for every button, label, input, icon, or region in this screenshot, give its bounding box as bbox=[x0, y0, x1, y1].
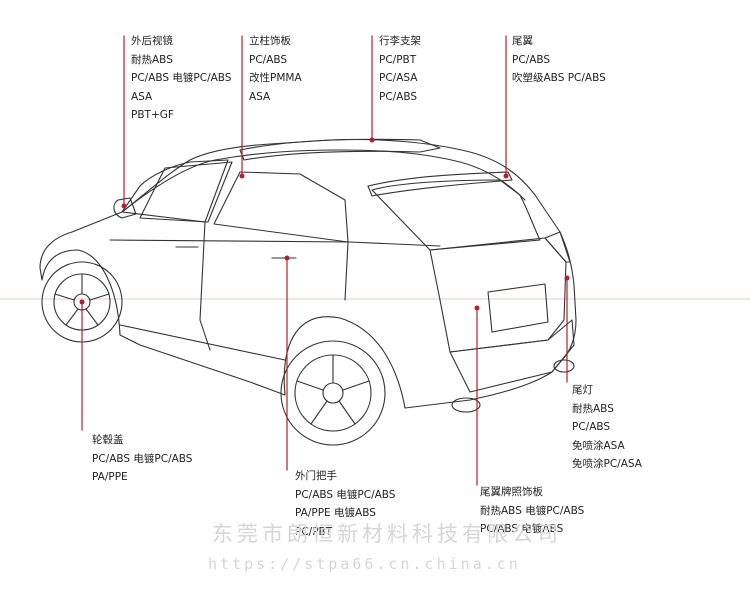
rear-side-window bbox=[213, 171, 349, 243]
dot-spoiler bbox=[503, 173, 509, 179]
watermark-url: https://stpa66.cn.china.cn bbox=[208, 555, 521, 573]
callout-material: PC/ABS 电镀ABS bbox=[480, 523, 564, 535]
callout-material: PC/ABS bbox=[379, 90, 418, 103]
callout-material: 免喷涂ASA bbox=[572, 439, 625, 452]
callout-material: 耐热ABS 电镀PC/ABS bbox=[480, 504, 585, 517]
callout-hubcap: 轮毂盖 PC/ABS 电镀PC/ABS PA/PPE bbox=[92, 431, 192, 487]
callout-title: 立柱饰板 bbox=[249, 35, 291, 47]
callout-material: PC/ABS bbox=[572, 421, 611, 433]
car-body-outline bbox=[39, 138, 577, 409]
rear-spoiler bbox=[367, 171, 513, 197]
exhaust-left bbox=[451, 397, 481, 413]
roof-line bbox=[121, 149, 526, 213]
callout-mirror: 外后视镜耐热ABS PC/ABS 电镀PC/ABS ASA PBT+GF bbox=[131, 32, 231, 125]
exhaust-right bbox=[553, 359, 575, 373]
rear-wheel-tire bbox=[280, 340, 386, 446]
callout-material: 耐热ABS bbox=[572, 402, 614, 415]
front-side-window bbox=[139, 161, 233, 223]
callout-title: 尾翼 bbox=[512, 35, 533, 47]
dot-plate bbox=[474, 305, 480, 311]
callout-material: 耐热ABS bbox=[131, 53, 173, 66]
callout-material: ASA bbox=[131, 90, 153, 103]
callout-title: 行李支架 bbox=[379, 35, 421, 47]
callout-title: 尾灯 bbox=[572, 384, 593, 396]
side-mirror-shape bbox=[113, 197, 137, 219]
callout-material: PC/PBT bbox=[379, 53, 417, 66]
callout-title: 轮毂盖 bbox=[92, 434, 124, 446]
callout-title: 外后视镜 bbox=[131, 35, 173, 47]
callout-material: ASA bbox=[249, 90, 271, 103]
dot-pillar bbox=[239, 173, 245, 179]
rear-wheel-hub bbox=[322, 382, 344, 404]
callout-spoiler: 尾翼 PC/ABS 吹塑级ABS PC/ABS bbox=[512, 32, 606, 88]
dot-hubcap bbox=[79, 299, 85, 305]
callout-pillar: 立柱饰板 PC/ABS 改性PMMA ASA bbox=[249, 32, 302, 106]
rear-window bbox=[371, 179, 541, 251]
callout-material: 改性PMMA bbox=[249, 72, 302, 84]
callout-material: PC/PBT bbox=[295, 525, 333, 538]
rear-door-line bbox=[344, 241, 349, 301]
callout-material: PC/ABS bbox=[512, 53, 551, 66]
license-plate-area bbox=[487, 283, 549, 333]
beltline bbox=[109, 239, 441, 247]
callout-material: PC/ABS bbox=[249, 53, 288, 66]
dot-rack bbox=[369, 137, 375, 143]
dot-taillight bbox=[564, 275, 570, 281]
callout-material: PC/ASA bbox=[379, 72, 418, 84]
watermark-company: 东莞市朗恒新材料科技有限公司 bbox=[212, 522, 562, 546]
front-wheel-spokes bbox=[54, 273, 110, 326]
callout-material: 吹塑级ABS PC/ABS bbox=[512, 72, 606, 84]
callout-material: PBT+GF bbox=[131, 109, 174, 121]
callout-material: PC/ABS 电镀PC/ABS bbox=[92, 452, 193, 465]
callout-taillight: 尾灯耐热ABS PC/ABS 免喷涂ASA 免喷涂PC/ASA bbox=[572, 381, 642, 474]
callout-material: PC/ABS 电镀PC/ABS bbox=[295, 488, 396, 501]
front-door-line bbox=[199, 221, 211, 351]
sill-line bbox=[119, 324, 286, 361]
leader-lines bbox=[81, 35, 568, 486]
roof-rack bbox=[239, 138, 441, 161]
windshield bbox=[121, 159, 229, 223]
callout-handle: 外门把手 PC/ABS 电镀PC/ABS PA/PPE 电镀ABS PC/PBT bbox=[295, 467, 395, 541]
callout-material: 免喷涂PC/ASA bbox=[572, 458, 642, 470]
dot-handle bbox=[284, 255, 290, 261]
callout-title: 尾翼牌照饰板 bbox=[480, 486, 543, 498]
dot-mirror bbox=[121, 203, 127, 209]
callout-material: PA/PPE 电镀ABS bbox=[295, 507, 376, 519]
callout-rack: 行李支架 PC/PBT PC/ASA PC/ABS bbox=[379, 32, 421, 106]
rear-bumper bbox=[449, 319, 575, 393]
callout-material: PA/PPE bbox=[92, 471, 128, 483]
rear-wheel-spokes bbox=[296, 354, 370, 425]
callout-plate: 尾翼牌照饰板耐热ABS 电镀PC/ABS PC/ABS 电镀ABS bbox=[480, 483, 584, 539]
leader-dots bbox=[79, 137, 570, 311]
callout-material: PC/ABS 电镀PC/ABS bbox=[131, 72, 232, 84]
taillight-shape bbox=[544, 231, 571, 263]
callout-title: 外门把手 bbox=[295, 470, 337, 482]
